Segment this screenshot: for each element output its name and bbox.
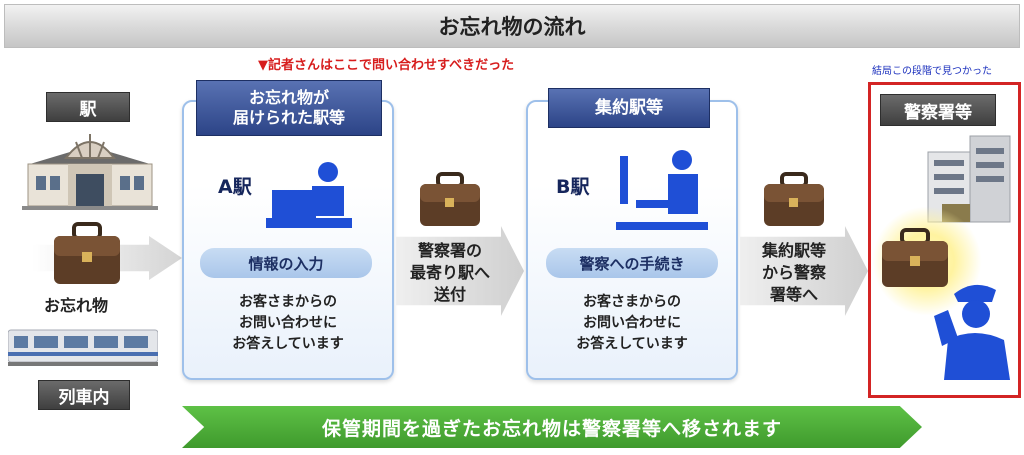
police-building-icon <box>927 135 1011 223</box>
briefcase-icon <box>882 228 948 287</box>
station-a-task: 情報の入力 <box>200 248 372 278</box>
station-b-task: 警察への手続き <box>546 248 718 278</box>
reporter-note: ▼記者さんはここで問い合わせすべきだった <box>258 58 515 73</box>
arrow-a-to-b-label: 警察署の 最寄り駅へ 送付 <box>409 241 490 304</box>
station-a-header: お忘れ物が 届けられた駅等 <box>196 80 382 136</box>
station-a-name: A駅 <box>218 176 252 198</box>
station-b-description: お客さまからの お問い合わせに お答えしています <box>576 294 688 352</box>
arrow-b-to-police-label: 集約駅等 から警察 署等へ <box>761 241 826 304</box>
station-b-panel <box>526 100 738 380</box>
flow-arrow-a-to-b <box>396 226 524 316</box>
station-b-name: B駅 <box>556 176 590 198</box>
found-note: 結局この段階で見つかった <box>872 66 992 77</box>
briefcase-icon <box>764 172 824 226</box>
station-a-description: お客さまからの お問い合わせに お答えしています <box>232 294 344 352</box>
police-officer-icon <box>934 284 1010 380</box>
police-label: 警察署等 <box>880 94 996 126</box>
briefcase-icon <box>54 222 120 284</box>
retention-banner: 保管期間を過ぎたお忘れ物は警察署等へ移されます <box>182 406 922 448</box>
station-label: 駅 <box>46 92 130 122</box>
station-building-icon <box>22 134 158 210</box>
page-title: お忘れ物の流れ <box>4 4 1020 48</box>
briefcase-icon <box>420 172 480 226</box>
train-icon <box>8 329 158 366</box>
lost-item-label: お忘れ物 <box>44 296 109 315</box>
found-highlight-box <box>868 82 1021 398</box>
train-label: 列車内 <box>38 380 130 410</box>
staff-computer-icon <box>266 162 352 228</box>
staff-computer-icon <box>616 150 708 230</box>
station-b-header: 集約駅等 <box>548 88 710 128</box>
retention-banner-text: 保管期間を過ぎたお忘れ物は警察署等へ移されます <box>321 417 782 440</box>
flow-arrow-b-to-police <box>740 226 868 316</box>
